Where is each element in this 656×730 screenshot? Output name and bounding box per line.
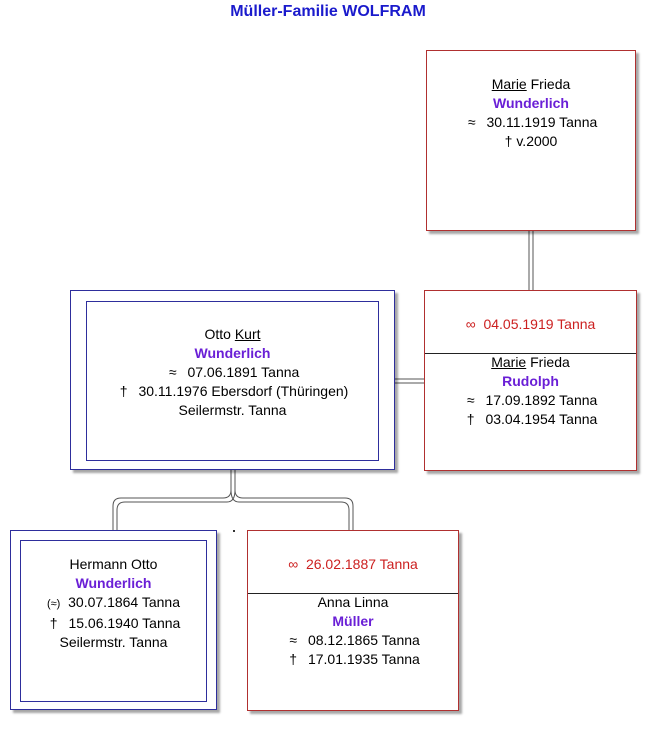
person-box-anna-linna-mueller[interactable]: ∞ 26.02.1887 Tanna Anna Linna Müller ≈ 0… bbox=[247, 530, 459, 711]
baptism-date: 07.06.1891 Tanna bbox=[187, 364, 300, 380]
baptism-date: 30.07.1864 Tanna bbox=[68, 594, 180, 610]
marriage-icon: ∞ bbox=[288, 556, 299, 572]
baptism-icon: ≈ bbox=[467, 114, 476, 130]
marriage-icon: ∞ bbox=[465, 316, 476, 332]
death-icon: † bbox=[289, 651, 298, 667]
given-name: Hermann Otto bbox=[69, 556, 158, 572]
given-name: Otto bbox=[204, 326, 235, 342]
death-date: v.2000 bbox=[516, 133, 558, 149]
occupation: Seilermstr. Tanna bbox=[59, 634, 168, 650]
death-icon: † bbox=[504, 133, 513, 149]
surname: Wunderlich bbox=[194, 345, 271, 361]
death-date: 17.01.1935 Tanna bbox=[307, 651, 420, 667]
divider bbox=[425, 353, 636, 354]
baptism-date: 17.09.1892 Tanna bbox=[485, 392, 598, 408]
given-name: Anna Linna bbox=[317, 594, 389, 610]
marriage-line-1887: ∞ 26.02.1887 Tanna bbox=[248, 555, 458, 574]
baptism-icon: ≈ bbox=[289, 632, 298, 648]
death-date: 30.11.1976 Ebersdorf (Thüringen) bbox=[138, 383, 349, 399]
given-name-underlined: Marie bbox=[491, 354, 527, 370]
death-icon: † bbox=[119, 383, 128, 399]
given-name-underlined: Kurt bbox=[234, 326, 261, 342]
occupation: Seilermstr. Tanna bbox=[178, 402, 287, 418]
death-date: 15.06.1940 Tanna bbox=[68, 615, 181, 631]
marriage-line-1919: ∞ 04.05.1919 Tanna bbox=[425, 315, 636, 334]
given-name: Frieda bbox=[526, 354, 570, 370]
given-name: Frieda bbox=[526, 76, 571, 92]
chart-title: Müller-Familie WOLFRAM bbox=[230, 3, 426, 20]
baptism-icon: ≈ bbox=[466, 392, 475, 408]
death-icon: † bbox=[49, 615, 58, 631]
surname: Wunderlich bbox=[493, 95, 569, 111]
baptism-icon: ≈ bbox=[168, 364, 177, 380]
person-box-hermann-otto-wunderlich[interactable]: Hermann Otto Wunderlich (≈) 30.07.1864 T… bbox=[10, 530, 217, 710]
baptism-date: 08.12.1865 Tanna bbox=[307, 632, 420, 648]
connector-otto-to-parents bbox=[112, 470, 232, 530]
baptism-icon: (≈) bbox=[46, 598, 61, 610]
surname: Rudolph bbox=[502, 373, 559, 389]
surname: Müller bbox=[332, 613, 374, 629]
marriage-date: 26.02.1887 Tanna bbox=[305, 556, 418, 572]
surname: Wunderlich bbox=[75, 575, 152, 591]
death-date: 03.04.1954 Tanna bbox=[485, 411, 598, 427]
death-icon: † bbox=[466, 411, 475, 427]
given-name-underlined: Marie bbox=[491, 76, 527, 92]
person-box-marie-frieda-rudolph[interactable]: ∞ 04.05.1919 Tanna Marie Frieda Rudolph … bbox=[424, 290, 637, 471]
person-box-otto-kurt-wunderlich[interactable]: Otto Kurt Wunderlich ≈ 07.06.1891 Tanna … bbox=[70, 290, 395, 470]
baptism-date: 30.11.1919 Tanna bbox=[486, 114, 598, 130]
marriage-date: 04.05.1919 Tanna bbox=[483, 316, 596, 332]
divider bbox=[248, 593, 458, 594]
person-box-marie-frieda-wunderlich[interactable]: Marie Frieda Wunderlich ≈ 30.11.1919 Tan… bbox=[426, 50, 636, 231]
